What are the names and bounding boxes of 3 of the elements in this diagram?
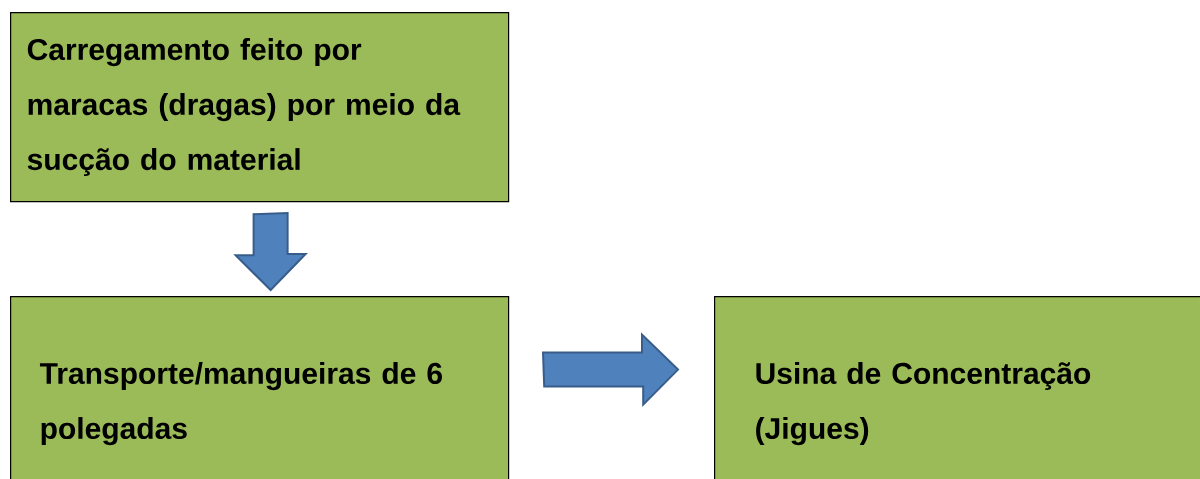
process-box: Usina de Concentração (Jigues) xyxy=(714,296,1200,479)
process-box: Transporte/mangueiras de 6 polegadas xyxy=(10,296,510,479)
process-box: Carregamento feito por maracas (dragas) por meio da sucção do material xyxy=(10,12,510,203)
